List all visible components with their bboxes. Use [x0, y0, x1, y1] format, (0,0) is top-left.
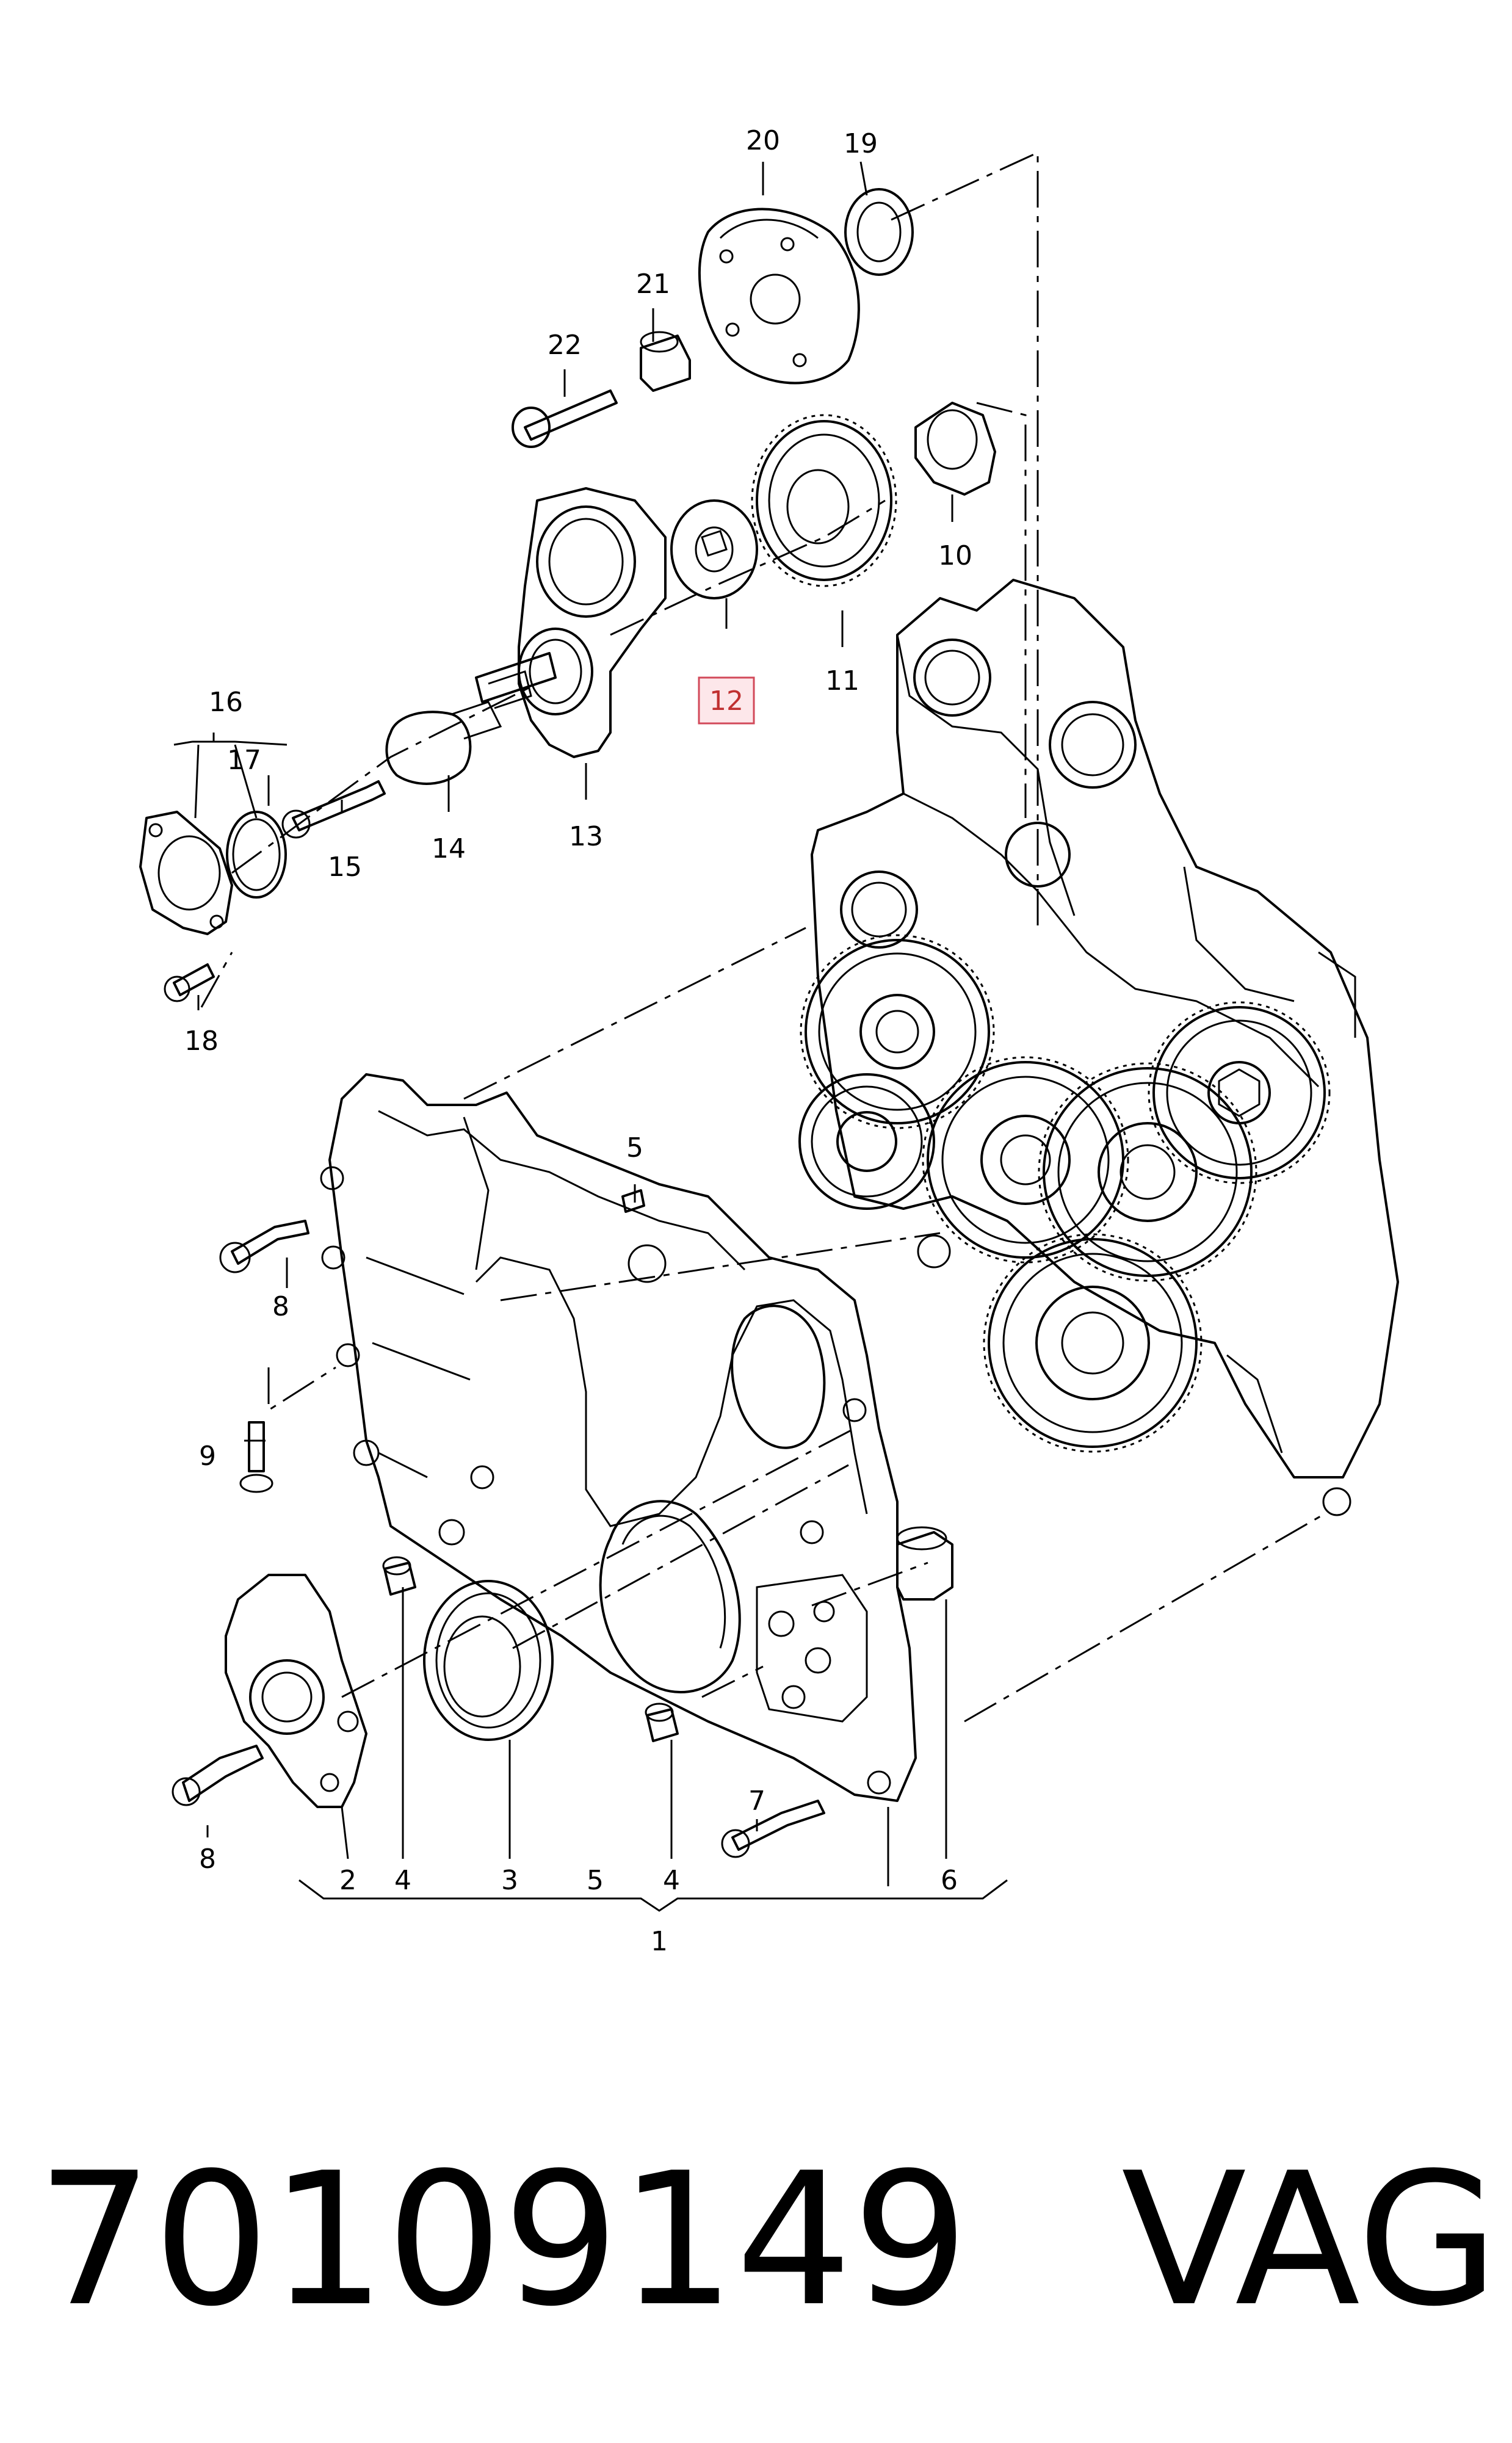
end-cover: [139, 811, 233, 935]
callout-21: 21: [636, 269, 670, 300]
callout-7: 7: [748, 1786, 765, 1817]
long-bolt: [281, 780, 386, 839]
brand-name: VAG: [1121, 2134, 1499, 2347]
sensor-plug: [896, 1526, 953, 1601]
lower-cover-plate: [225, 1574, 367, 1808]
callout-14: 14: [432, 833, 466, 864]
callout-17: 17: [227, 745, 261, 776]
callout-4-right: 4: [663, 1865, 680, 1896]
sleeve-21: [640, 331, 691, 392]
callout-5-upper: 5: [626, 1132, 643, 1164]
callout-13: 13: [569, 821, 603, 852]
gear-20: [698, 208, 860, 385]
callout-12: 12: [709, 686, 743, 717]
callout-10: 10: [938, 540, 972, 571]
o-ring: [226, 811, 287, 899]
callout-9: 9: [199, 1441, 216, 1472]
callout-8-upper: 8: [272, 1291, 289, 1322]
callout-4-left: 4: [394, 1865, 411, 1896]
callout-3: 3: [501, 1865, 518, 1896]
bracket-housing: [518, 487, 667, 758]
callout-6: 6: [941, 1865, 958, 1896]
dowel-sleeves: [382, 1556, 679, 1742]
bolt-22: [512, 389, 618, 448]
assembly-lines: [200, 151, 1325, 1723]
timing-case-cover: [320, 1073, 917, 1802]
callout-18: 18: [184, 1026, 219, 1057]
callout-15: 15: [328, 852, 362, 883]
footer: 70109149 VAG: [37, 2134, 1499, 2347]
thrust-washer-19: [844, 188, 914, 276]
bolts: [172, 1189, 825, 1858]
small-bolt: [164, 963, 215, 1002]
shaft: [385, 652, 557, 785]
callout-22: 22: [548, 330, 582, 361]
callout-2: 2: [339, 1865, 356, 1896]
callout-numbers: 20 19 21 22 10 11 12 13 14 15 16 17 18 5…: [184, 125, 972, 1957]
engine-block-gear-train: [798, 579, 1399, 1516]
thrust-washer-12: [670, 499, 758, 599]
callout-16: 16: [209, 687, 243, 718]
exploded-parts-diagram: 20 19 21 22 10 11 12 13 14 15 16 17 18 5…: [139, 125, 1399, 1957]
callout-8-lower: 8: [199, 1844, 216, 1875]
hub-10: [914, 402, 996, 496]
gear-11: [751, 414, 897, 587]
callout-11: 11: [825, 665, 859, 697]
gear-cluster: [798, 870, 1331, 1453]
seal-ring: [423, 1580, 554, 1741]
highlight-box-12: [698, 676, 755, 725]
leader-lines: [173, 161, 1008, 1912]
callout-5-lower: 5: [587, 1865, 604, 1896]
callout-19: 19: [844, 128, 878, 159]
callout-1: 1: [651, 1926, 668, 1957]
callout-20: 20: [746, 125, 780, 156]
part-number: 70109149: [37, 2134, 969, 2347]
